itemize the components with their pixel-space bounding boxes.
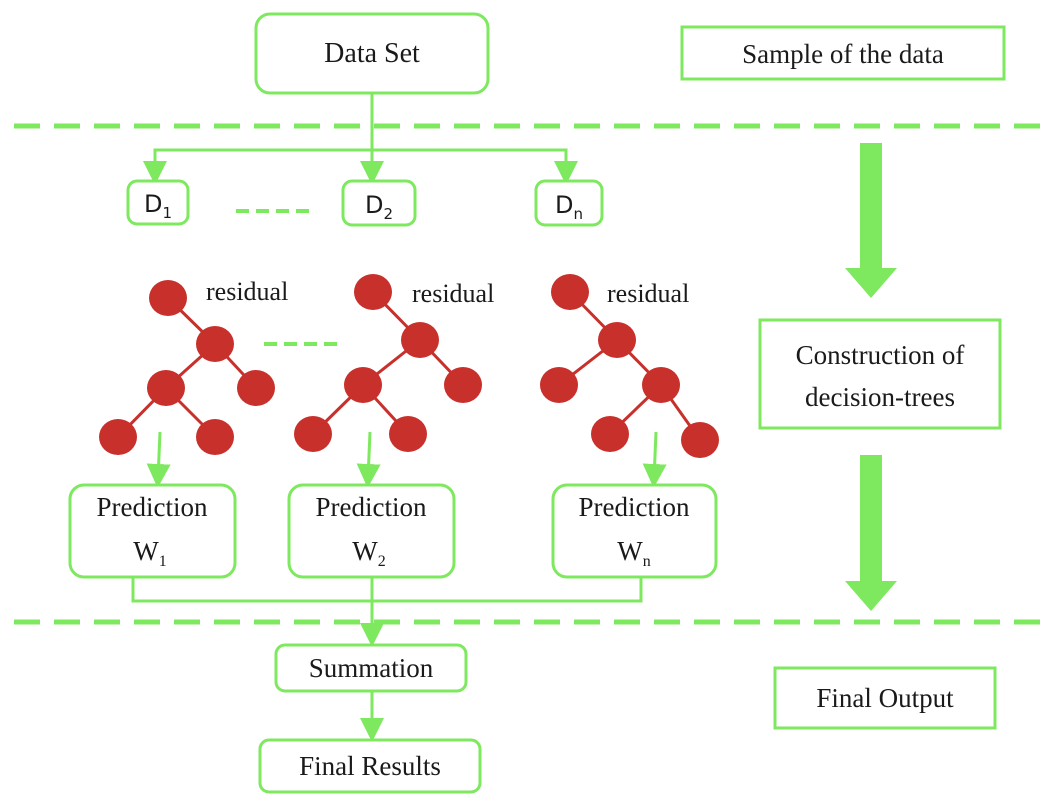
construction-label-line1: Construction of [796,340,965,370]
dataset-label: Data Set [324,38,420,69]
tree-node [551,274,589,310]
prediction-1-box [68,483,237,579]
tree3-to-prediction3-arrow [642,431,667,488]
residual-label-2: residual [412,279,494,308]
tree2-to-prediction2-arrow [356,431,381,488]
prediction-3-label: Prediction [579,492,690,522]
big-down-arrow-upper [845,143,897,298]
tree-node [344,367,382,403]
residual-label-1: residual [206,277,288,306]
sample-box [680,25,1006,81]
tree-node [147,370,185,406]
tree1-to-prediction1-arrow [146,431,171,488]
summation-label: Summation [309,653,434,683]
tree-node [196,326,234,362]
final-output-box [773,666,997,730]
big-down-arrow-lower [845,455,897,611]
prediction-merge-connector [131,577,643,603]
tree-node [389,416,427,452]
tree-node [149,280,187,316]
decision-tree-2 [294,274,482,452]
tree-node [681,422,719,458]
final-results-box [258,738,482,794]
final-results-label: Final Results [299,751,441,781]
prediction-3-box [551,483,718,579]
prediction-2-weight: W2 [352,536,385,570]
tree-node [294,416,332,452]
tree-node [540,367,578,403]
prediction-1-label: Prediction [97,492,208,522]
d2-box [341,179,417,227]
prediction-2-label: Prediction [316,492,427,522]
construction-box [758,318,1002,430]
dataset-branch-connector [153,148,568,176]
decision-tree-3 [540,274,719,458]
tree-node [642,367,680,403]
sample-label: Sample of the data [742,39,944,69]
tree-node [401,322,439,358]
dn-box [534,179,604,227]
tree-node [354,274,392,310]
tree-node [444,367,482,403]
dn-label: Dn [555,191,583,223]
prediction-3-weight: Wn [617,536,650,570]
d1-box [126,179,190,226]
construction-label-line2: decision-trees [805,382,955,412]
tree-node [99,419,137,455]
d2-label: D2 [365,191,393,223]
d1-label: D1 [144,190,172,222]
tree-node [591,416,629,452]
tree-node [237,370,275,406]
tree-node [598,322,636,358]
tree-node [196,419,234,455]
final-output-label: Final Output [816,683,954,713]
decision-tree-1 [99,280,275,455]
prediction-1-weight: W1 [133,536,166,570]
residual-label-3: residual [607,279,689,308]
